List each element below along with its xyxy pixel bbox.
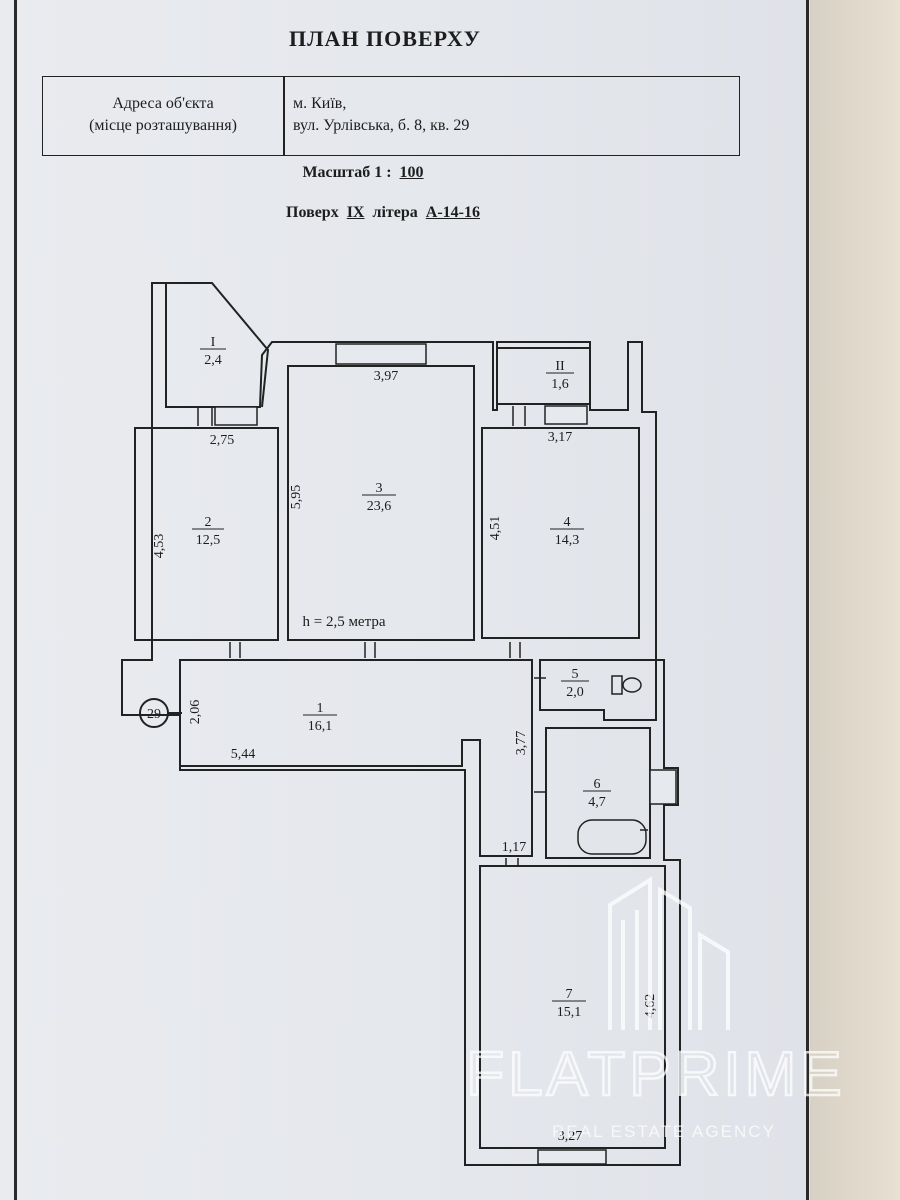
floor-line: Поверх IX літера А-14-16 xyxy=(150,204,620,222)
room-II-label: II 1,6 xyxy=(546,359,574,392)
ceiling-height-label: h = 2,5 метра xyxy=(302,614,385,630)
room-4-outline xyxy=(481,427,640,639)
background-fabric xyxy=(810,0,900,1200)
address-table-divider xyxy=(283,77,285,155)
page-frame-left xyxy=(14,0,17,1200)
watermark-brand: FLATPRIME xyxy=(466,1040,845,1109)
dimension-label: 4,53 xyxy=(152,534,167,559)
building-logo-icon xyxy=(608,876,730,1030)
address-label: Адреса об'єкта (місце розташування) xyxy=(43,93,283,137)
room-area: 2,4 xyxy=(204,353,222,368)
room-5-outline xyxy=(539,659,657,721)
room-1-outline xyxy=(179,659,533,857)
room-number: 7 xyxy=(566,987,573,1002)
room-number: 4 xyxy=(564,515,571,530)
room-4-label: 4 14,3 xyxy=(550,515,584,548)
toilet-tank-icon xyxy=(611,675,623,695)
room-number: 3 xyxy=(376,481,383,496)
room-2-label: 2 12,5 xyxy=(192,515,224,548)
watermark-tagline: REAL ESTATE AGENCY xyxy=(552,1122,776,1141)
window-room-2 xyxy=(214,406,258,426)
room-number: I xyxy=(211,335,216,350)
room-area: 4,7 xyxy=(588,795,606,810)
plan-walls xyxy=(121,282,681,1166)
dimension-label: 2,75 xyxy=(210,433,235,448)
floor-label: Поверх xyxy=(286,204,339,221)
address-table: Адреса об'єкта (місце розташування) м. К… xyxy=(42,76,740,156)
room-number: II xyxy=(555,359,565,374)
closet-ii-outline xyxy=(496,347,591,405)
plan-fixtures xyxy=(577,675,648,855)
room-I-label: I 2,4 xyxy=(200,335,226,368)
floor-value: IX xyxy=(346,204,365,221)
room-area: 12,5 xyxy=(196,533,221,548)
room-area: 16,1 xyxy=(308,719,333,734)
room-area: 1,6 xyxy=(551,377,569,392)
dimension-label: 2,06 xyxy=(188,700,203,725)
address-label-line2: (місце розташування) xyxy=(89,117,237,134)
apartment-marker: 29 xyxy=(139,698,182,728)
scale-value: 100 xyxy=(399,164,424,181)
room-7-label: 7 15,1 xyxy=(552,987,586,1020)
apartment-number: 29 xyxy=(147,707,161,722)
room-area: 23,6 xyxy=(367,499,392,514)
room-6-label: 6 4,7 xyxy=(583,777,611,810)
room-area: 15,1 xyxy=(557,1005,582,1020)
window-room-3 xyxy=(335,343,427,365)
room-3-outline xyxy=(287,365,475,641)
litera-label: літера xyxy=(372,204,418,221)
room-number: 2 xyxy=(205,515,212,530)
room-7-outline xyxy=(479,865,666,1149)
page-title: ПЛАН ПОВЕРХУ xyxy=(289,26,481,51)
room-5-label: 5 2,0 xyxy=(561,667,589,700)
bathtub-icon xyxy=(577,819,647,855)
room-number: 6 xyxy=(594,777,601,792)
dimension-label: 3,97 xyxy=(374,369,399,384)
watermark: FLATPRIME REAL ESTATE AGENCY xyxy=(465,876,845,1141)
room-2-outline xyxy=(134,427,279,641)
room-labels: I 2,4 II 1,6 2 12,5 3 23,6 4 xyxy=(192,335,611,1020)
toilet-bowl-icon xyxy=(622,677,642,693)
window-room-6 xyxy=(649,769,677,805)
dimension-label: 4,51 xyxy=(488,516,503,541)
dimension-label: 5,95 xyxy=(289,485,304,510)
room-1-label: 1 16,1 xyxy=(303,701,337,734)
dimension-labels: 2,75 3,97 3,17 4,53 5,95 4,51 2,06 5,44 … xyxy=(152,369,658,1144)
dimension-label: 3,77 xyxy=(514,731,529,756)
room-number: 1 xyxy=(317,701,324,716)
closet-i-wall xyxy=(166,282,270,408)
scale-label: Масштаб 1 : xyxy=(302,164,392,181)
address-value-line1: м. Київ, xyxy=(293,95,347,112)
page-frame-right xyxy=(806,0,809,1200)
dimension-label: 1,17 xyxy=(502,840,527,855)
address-label-line1: Адреса об'єкта xyxy=(112,95,214,112)
dimension-label: 3,27 xyxy=(558,1129,583,1144)
outer-wall xyxy=(121,282,681,1166)
address-value-line2: вул. Урлівська, б. 8, кв. 29 xyxy=(293,117,470,134)
plan-openings xyxy=(197,343,677,1165)
window-room-7 xyxy=(537,1149,607,1165)
room-3-label: 3 23,6 xyxy=(362,481,396,514)
room-area: 2,0 xyxy=(566,685,584,700)
scale-line: Масштаб 1 : 100 xyxy=(200,164,530,182)
room-area: 14,3 xyxy=(555,533,580,548)
window-room-4 xyxy=(544,405,588,425)
dimension-label: 5,44 xyxy=(231,747,256,762)
room-6-outline xyxy=(545,727,651,859)
dimension-label: 3,17 xyxy=(548,430,573,445)
room-number: 5 xyxy=(572,667,579,682)
address-value: м. Київ, вул. Урлівська, б. 8, кв. 29 xyxy=(293,93,733,137)
litera-value: А-14-16 xyxy=(425,204,480,221)
